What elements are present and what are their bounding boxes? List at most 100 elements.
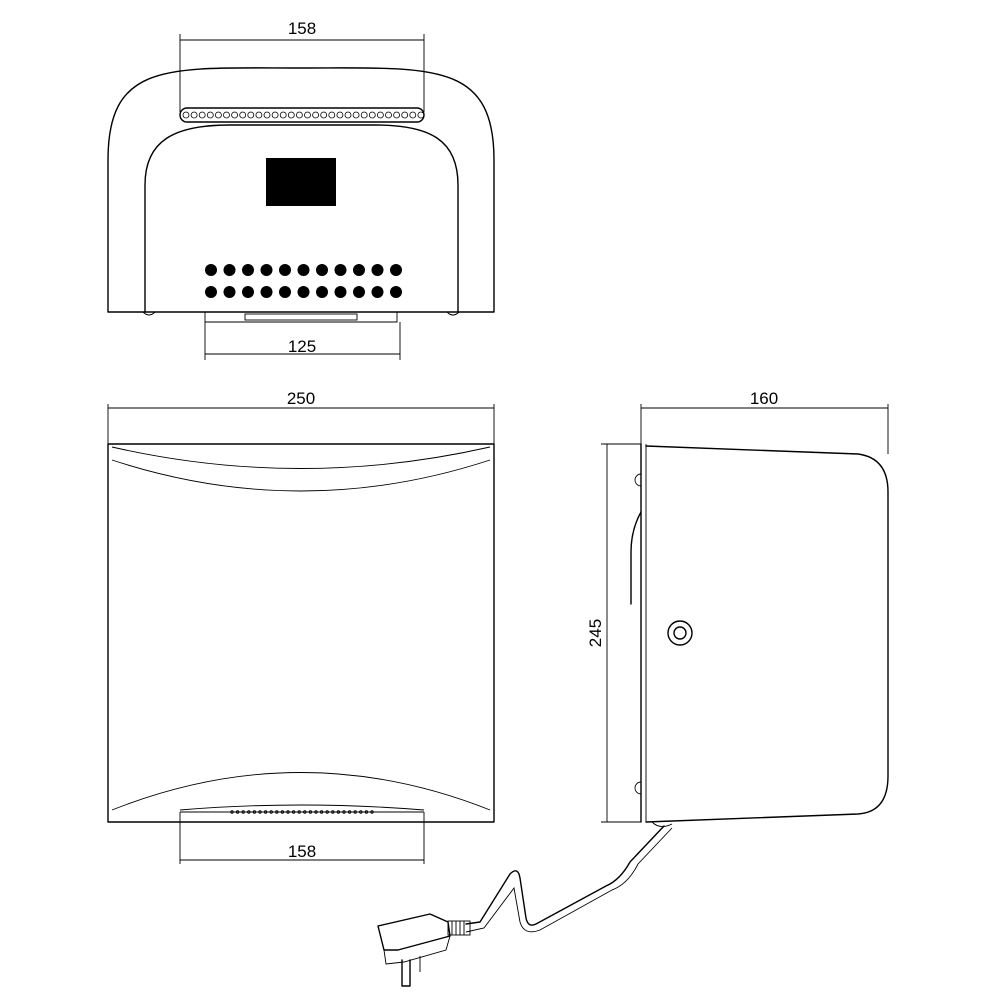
dimension-front-width: 250 [107,389,495,444]
grille-dot [390,286,402,298]
dimension-label-height: 245 [586,619,605,647]
front-outlet-dots [230,810,374,814]
grille-dot [316,286,328,298]
outlet-dot [275,810,279,814]
front-view [107,443,495,823]
dimension-label-top-vent: 158 [288,19,316,38]
vent-hole [409,111,417,119]
outlet-dot [347,810,352,814]
front-top-curve-1 [111,446,491,469]
vent-hole [360,111,368,119]
vent-hole [190,111,198,119]
vent-hole [352,111,360,119]
grille-dot [316,264,328,276]
vent-hole [368,111,376,119]
grille-dot [205,264,217,276]
mounting-hook [630,511,642,605]
dimension-label-side-depth: 160 [750,389,778,408]
outlet-dot [364,810,369,814]
mount-screw-bottom [634,781,642,795]
vent-hole [376,111,384,119]
vent-hole [336,111,344,119]
outlet-dot [319,810,324,814]
cable-strain-relief [447,920,471,936]
outlet-dot [303,810,307,814]
plug-pin [401,959,411,987]
vent-hole [239,111,247,119]
cable-entry [651,821,673,827]
sensor-window [266,158,336,206]
dimension-top-vent: 158 [179,19,425,112]
grille-dot [390,264,402,276]
vent-hole [206,111,214,119]
lock-icon [667,620,693,646]
grille-dot [242,264,254,276]
drip-tray-inner [244,313,358,321]
bottom-view-outer-housing [107,67,495,313]
outlet-dot [286,810,290,814]
grille-dot [223,286,236,298]
side-view [630,443,889,827]
vent-hole [279,111,287,119]
outlet-dot [353,810,357,814]
drip-tray-outline [204,312,398,323]
vent-hole [182,111,190,119]
outlet-dot [291,810,296,814]
dimension-front-outlet: 158 [179,812,425,864]
outlet-dot [370,810,374,814]
dimension-side-depth: 160 [640,389,889,454]
outlet-dot [308,810,313,814]
bottom-view-inner-face [144,124,459,313]
grille-dot [242,286,254,298]
grille-dot [260,264,273,276]
outlet-dot [252,810,257,814]
bottom-view [107,67,495,323]
vent-hole [328,111,336,119]
grille-dot [371,264,384,276]
outlet-dot [247,810,251,814]
vent-hole [198,111,206,119]
vent-hole [271,111,279,119]
outlet-dot [331,810,335,814]
outlet-dot [336,810,341,814]
front-view-outline [107,443,495,823]
outlet-dot [235,810,240,814]
vent-hole [304,111,311,119]
vent-hole [247,111,255,119]
dimension-label-front-width: 250 [287,389,315,408]
vent-hole [223,111,230,119]
intake-grille-dots [205,264,402,298]
lock-core [673,626,687,640]
grille-dot [297,286,310,298]
outlet-dot [280,810,285,814]
grille-dot [205,286,217,298]
grille-dot [260,286,273,298]
outlet-dot [230,810,234,814]
plug-body-edge [383,935,451,965]
grille-dot [279,264,291,276]
outlet-dot [359,810,363,814]
vent-hole [417,111,425,119]
vent-hole [312,111,320,119]
outlet-dot [263,810,268,814]
outlet-dot [342,810,346,814]
vent-hole [401,111,409,119]
outlet-dot [241,810,245,814]
grille-dot [371,286,384,298]
vent-hole [320,111,328,119]
dimension-height: 245 [586,443,641,823]
vent-hole [214,111,222,119]
front-top-curve-2 [111,459,491,492]
left-foot [142,311,156,316]
vent-hole [263,111,271,119]
vent-hole [385,111,392,119]
mount-screw-top [634,473,642,487]
outlet-dot [297,810,301,814]
grille-dot [334,286,347,298]
outlet-dot [258,810,262,814]
dimension-label-front-outlet: 158 [288,842,316,861]
vent-hole [393,111,401,119]
grille-dot [353,286,365,298]
dimension-bottom-grille: 125 [204,322,401,360]
